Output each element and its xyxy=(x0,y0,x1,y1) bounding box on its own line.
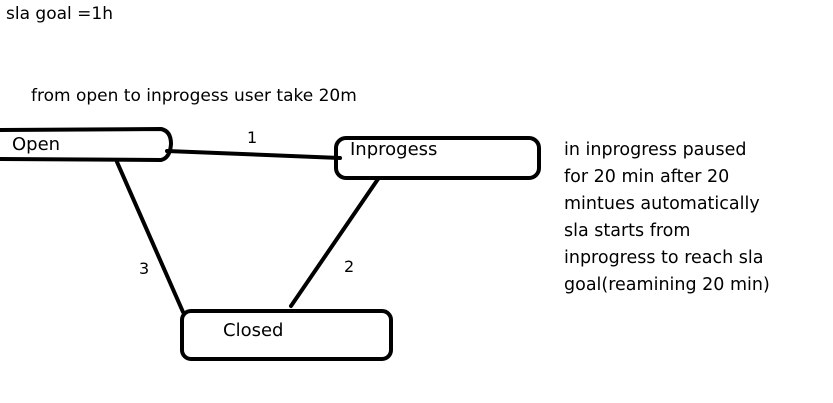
edge-open-inprogress xyxy=(165,149,342,160)
edge-label-1: 1 xyxy=(247,128,258,147)
edge-label-2: 2 xyxy=(344,257,355,276)
node-open-label: Open xyxy=(12,134,61,155)
sla-goal-text: sla goal =1h xyxy=(6,4,113,24)
node-closed-box xyxy=(180,309,393,361)
side-note-line: inprogress to reach sla xyxy=(564,247,764,268)
side-note-line: for 20 min after 20 xyxy=(564,166,730,187)
side-note-line: mintues automatically xyxy=(564,193,760,214)
edge-label-3: 3 xyxy=(139,259,150,278)
side-note: in inprogress paused for 20 min after 20… xyxy=(564,137,824,298)
node-open-box xyxy=(0,127,173,162)
side-note-line: sla starts from xyxy=(564,220,691,241)
side-note-line: in inprogress paused xyxy=(564,140,747,160)
transition-note-text: from open to inprogess user take 20m xyxy=(31,86,357,106)
node-closed-label: Closed xyxy=(223,320,284,341)
node-inprogress-box xyxy=(334,136,541,180)
node-inprogress-label: Inprogess xyxy=(350,139,438,160)
side-note-line: goal(reamining 20 min) xyxy=(564,274,770,295)
edge-inprogress-closed xyxy=(289,177,380,308)
edge-open-closed xyxy=(115,160,185,314)
